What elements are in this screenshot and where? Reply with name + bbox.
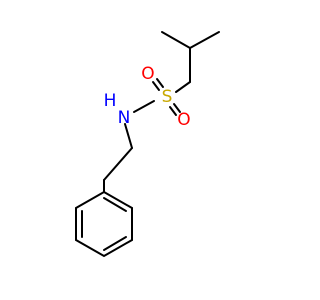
bond-ch2-ch2 bbox=[103, 147, 133, 181]
bond-ch2-sulfur bbox=[175, 81, 191, 93]
hydrogen-atom-label: H bbox=[104, 91, 117, 111]
nitrogen-atom-label: N bbox=[118, 108, 131, 128]
bond-sulfur-oxygen-top-a bbox=[152, 81, 160, 91]
benzene-double-bond-1 bbox=[103, 197, 127, 212]
oxygen-top-atom-label: O bbox=[141, 64, 154, 84]
bond-nitrogen-ch2 bbox=[124, 123, 133, 149]
sulfur-atom-label: S bbox=[162, 87, 173, 107]
bond-sulfur-oxygen-bottom-b bbox=[173, 103, 181, 113]
bond-sulfur-oxygen-top-b bbox=[156, 78, 164, 88]
benzene-double-bond-2 bbox=[103, 236, 127, 251]
oxygen-bottom-atom-label: O bbox=[177, 110, 190, 130]
bond-sulfur-oxygen-bottom-a bbox=[169, 106, 177, 116]
bond-sulfur-nitrogen bbox=[133, 100, 155, 113]
bond-methyl-right bbox=[189, 31, 220, 49]
benzene-ring bbox=[75, 190, 133, 258]
bond-methyl-left bbox=[161, 31, 191, 49]
molecule-structure-diagram: S O O N H bbox=[75, 31, 220, 258]
